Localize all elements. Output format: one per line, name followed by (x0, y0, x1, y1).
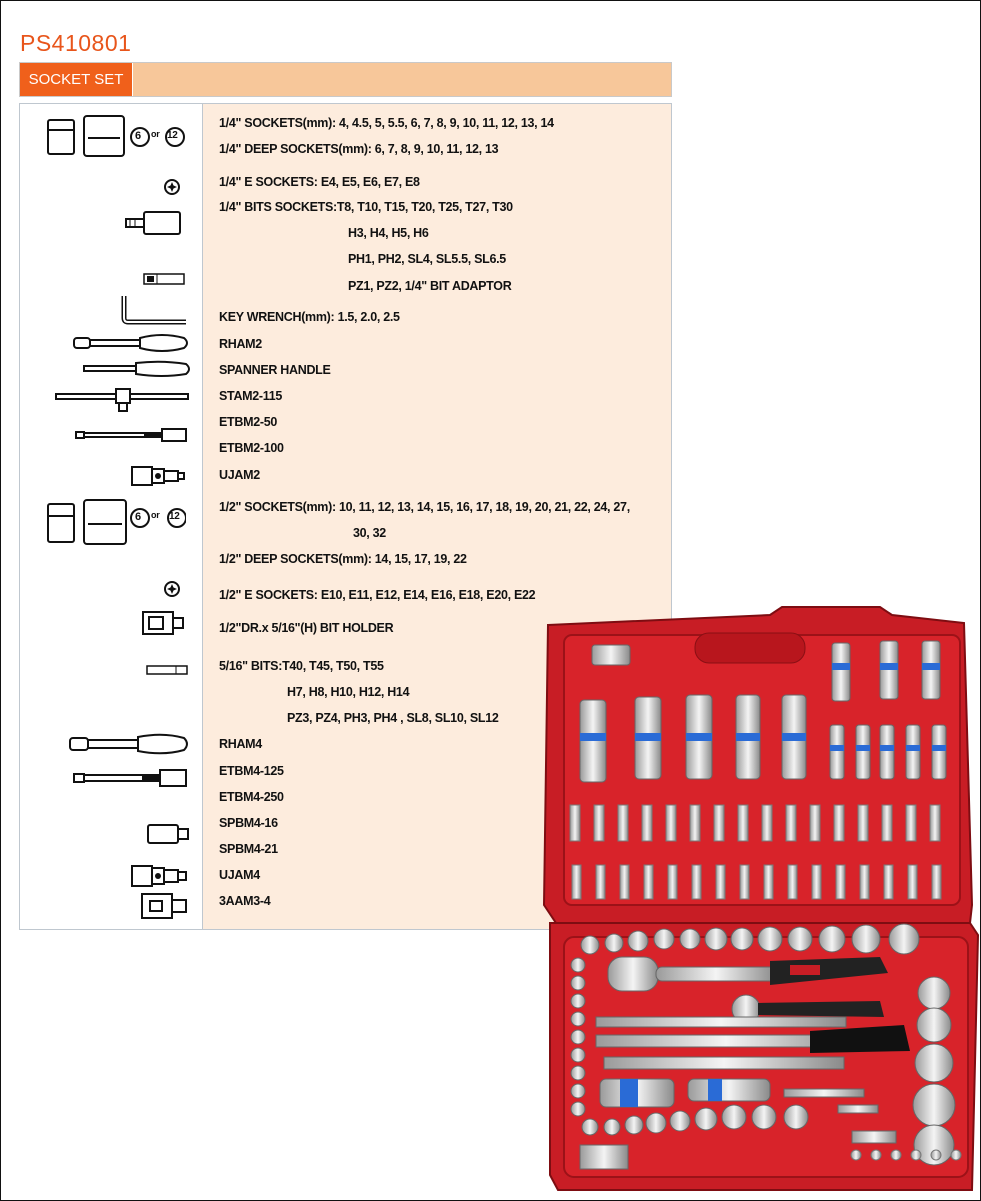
row-5-16-bits-hex: H7, H8, H10, H12, H14 (287, 685, 410, 699)
twelve-point-badge-large: 12 (169, 511, 180, 522)
row-key-wrench: KEY WRENCH(mm): 1.5, 2.0, 2.5 (219, 310, 400, 324)
row-half-deep-sockets: 1/2" DEEP SOCKETS(mm): 14, 15, 17, 19, 2… (219, 552, 467, 566)
spanner-handle-icon (83, 360, 190, 377)
ratchet-handle-large-icon (69, 733, 188, 755)
row-5-16-bits: 5/16" BITS:T40, T45, T50, T55 (219, 659, 384, 673)
text-column: 1/4" SOCKETS(mm): 4, 4.5, 5, 5.5, 6, 7, … (203, 104, 671, 929)
bit-adaptor-icon (143, 273, 185, 285)
ratchet-handle-icon (73, 334, 188, 352)
socket-icon (47, 115, 185, 157)
t-bar-icon (55, 388, 189, 412)
row-half-sockets-cont: 30, 32 (353, 526, 386, 540)
icon-column: 6 or 12 (20, 104, 203, 929)
universal-joint-large-icon (131, 865, 187, 887)
row-stam2: STAM2-115 (219, 389, 283, 403)
product-code: PS410801 (20, 30, 132, 56)
row-bits-phillips: PH1, PH2, SL4, SL5.5, SL6.5 (348, 252, 506, 266)
row-etbm4-250: ETBM4-250 (219, 790, 284, 804)
extension-bar-icon (75, 428, 187, 442)
row-5-16-bits-pz: PZ3, PZ4, PH3, PH4 , SL8, SL10, SL12 (287, 711, 499, 725)
row-3aam3-4: 3AAM3-4 (219, 894, 271, 908)
adaptor-icon (141, 893, 187, 919)
six-point-badge-large: 6 (135, 511, 141, 523)
row-rham2: RHAM2 (219, 337, 262, 351)
bit-icon (146, 665, 188, 675)
row-ujam2: UJAM2 (219, 468, 260, 482)
row-spbm4-21: SPBM4-21 (219, 842, 278, 856)
row-quarter-e-sockets: 1/4" E SOCKETS: E4, E5, E6, E7, E8 (219, 175, 420, 189)
row-quarter-sockets: 1/4" SOCKETS(mm): 4, 4.5, 5, 5.5, 6, 7, … (219, 116, 554, 130)
universal-joint-icon (131, 466, 185, 486)
row-half-e-sockets: 1/2" E SOCKETS: E10, E11, E12, E14, E16,… (219, 588, 536, 602)
or-badge: or (151, 129, 160, 139)
socket-icon-large (47, 499, 186, 545)
bit-holder-icon (142, 611, 184, 635)
torx-star-icon (164, 179, 180, 195)
row-quarter-bit-sockets: 1/4" BITS SOCKETS:T8, T10, T15, T20, T25… (219, 200, 513, 214)
or-badge-large: or (151, 510, 160, 520)
twelve-point-badge: 12 (167, 130, 178, 141)
key-wrench-icon (121, 296, 186, 325)
category-bar: SOCKET SET (19, 62, 672, 97)
spark-plug-socket-icon (147, 824, 189, 844)
row-rham4: RHAM4 (219, 737, 262, 751)
row-spbm4-16: SPBM4-16 (219, 816, 278, 830)
product-photo (542, 606, 980, 1191)
row-etbm2-100: ETBM2-100 (219, 441, 284, 455)
row-bit-holder: 1/2"DR.x 5/16"(H) BIT HOLDER (219, 621, 394, 635)
row-bits-pozi: PZ1, PZ2, 1/4" BIT ADAPTOR (348, 279, 512, 293)
row-half-sockets: 1/2" SOCKETS(mm): 10, 11, 12, 13, 14, 15… (219, 500, 630, 514)
row-spanner-handle: SPANNER HANDLE (219, 363, 331, 377)
bit-socket-icon (125, 211, 181, 235)
contents-table: 6 or 12 (19, 103, 672, 930)
category-label: SOCKET SET (20, 63, 133, 96)
row-ujam4: UJAM4 (219, 868, 260, 882)
row-etbm2-50: ETBM2-50 (219, 415, 278, 429)
row-bits-hex: H3, H4, H5, H6 (348, 226, 429, 240)
row-etbm4-125: ETBM4-125 (219, 764, 284, 778)
row-quarter-deep-sockets: 1/4" DEEP SOCKETS(mm): 6, 7, 8, 9, 10, 1… (219, 142, 499, 156)
torx-star-icon-large (164, 581, 180, 597)
six-point-badge: 6 (135, 130, 141, 142)
extension-bar-large-icon (73, 769, 187, 787)
